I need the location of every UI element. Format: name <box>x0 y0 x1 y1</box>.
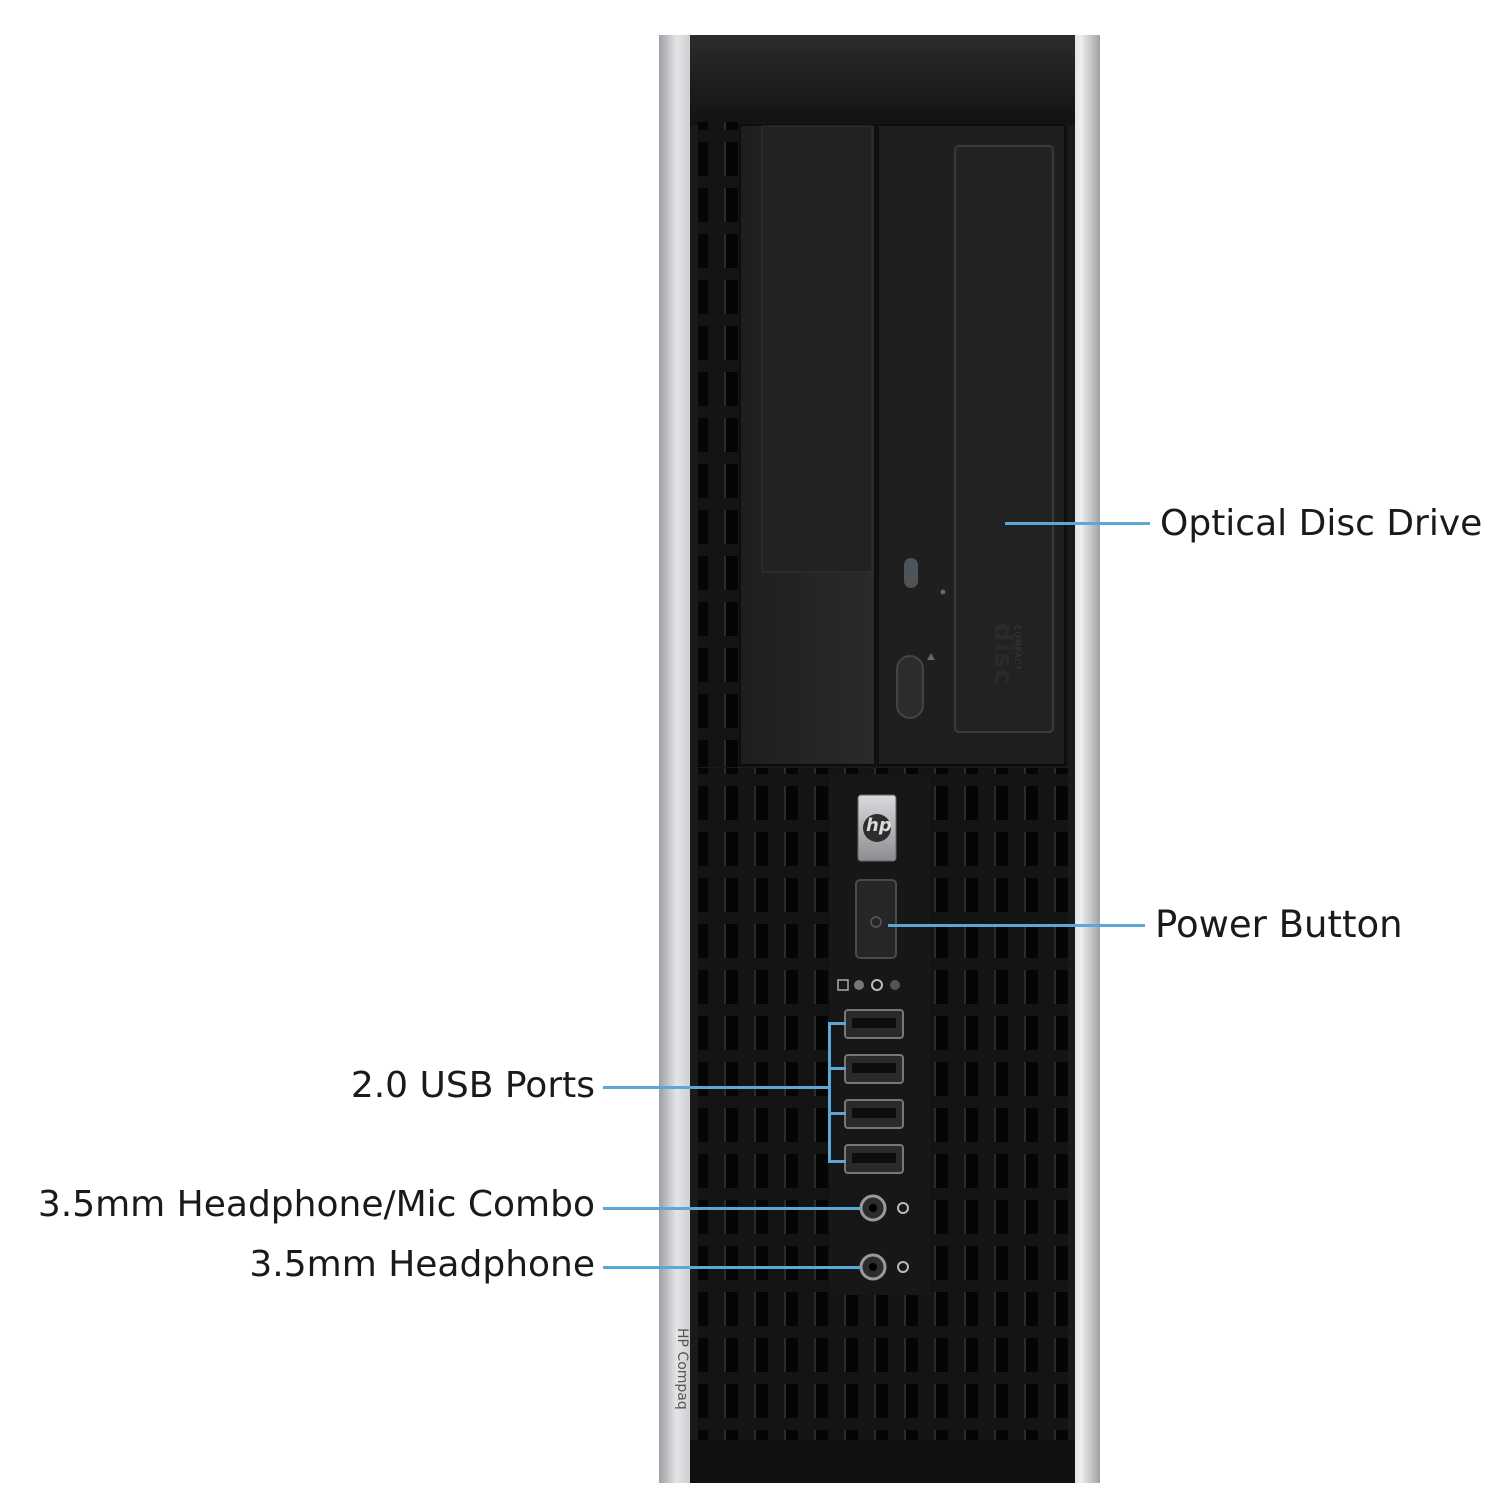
optical-callout-line <box>1005 522 1150 525</box>
headphone-jack-label: 3.5mm Headphone <box>249 1244 595 1285</box>
hp-logo-text: hp <box>866 815 892 836</box>
brand-text: HP Compaq <box>674 1328 690 1410</box>
optical-disc-drive-label: Optical Disc Drive <box>1160 503 1483 544</box>
drive-led <box>904 558 918 588</box>
combo-jack-label: 3.5mm Headphone/Mic Combo <box>37 1184 595 1225</box>
usb-bracket <box>828 1022 831 1162</box>
power-button-label: Power Button <box>1155 903 1403 946</box>
power-callout-line <box>888 924 1145 927</box>
headphone-callout-line <box>603 1266 861 1269</box>
power-button <box>855 879 897 959</box>
disc-logo-compact: COMPACT <box>1013 625 1022 671</box>
usb-ports <box>844 1009 904 1174</box>
usb-ports-label: 2.0 USB Ports <box>350 1065 595 1106</box>
eject-button <box>896 655 924 719</box>
disc-tray <box>954 145 1054 733</box>
usb-callout-line <box>603 1086 829 1089</box>
combo-callout-line <box>603 1207 861 1210</box>
